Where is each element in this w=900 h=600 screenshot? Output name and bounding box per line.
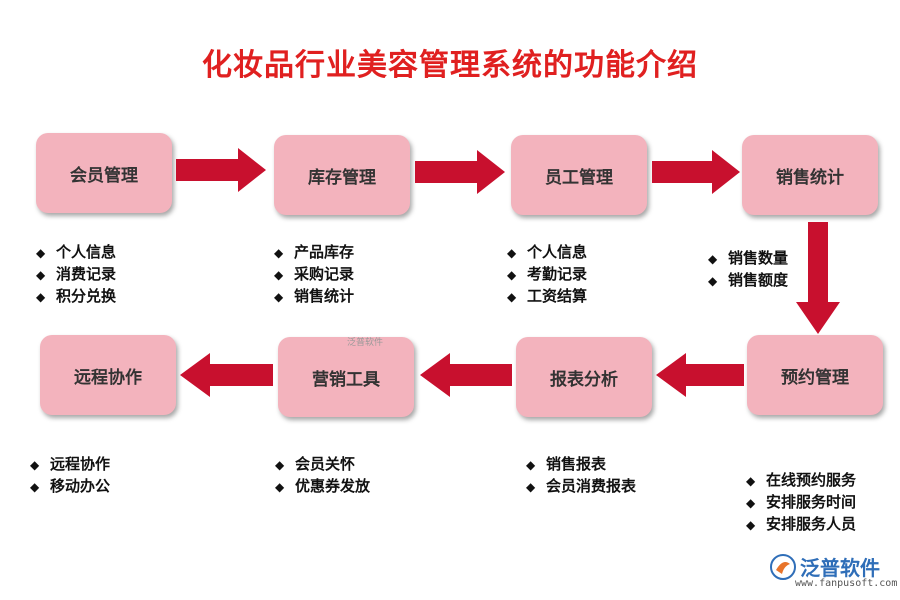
diamond-bullet-icon: ◆ bbox=[746, 518, 756, 532]
node-inventory: 库存管理 bbox=[274, 135, 410, 215]
node-member-label: 会员管理 bbox=[70, 165, 138, 186]
diamond-bullet-icon: ◆ bbox=[507, 290, 517, 304]
node-report-label: 报表分析 bbox=[550, 369, 618, 390]
watermark-small: 泛普软件 bbox=[347, 338, 384, 348]
arrow-left-icon bbox=[180, 353, 273, 397]
diamond-bullet-icon: ◆ bbox=[274, 290, 284, 304]
node-remote-label: 远程协作 bbox=[74, 367, 142, 388]
diamond-bullet-icon: ◆ bbox=[36, 246, 46, 260]
diamond-bullet-icon: ◆ bbox=[507, 246, 517, 260]
node-inventory-label: 库存管理 bbox=[308, 167, 376, 188]
logo-name: 泛普软件 bbox=[800, 556, 880, 580]
list-item: ◆远程协作 bbox=[30, 454, 110, 476]
arrow-right-icon bbox=[415, 150, 505, 194]
member-feature-list: ◆个人信息 ◆消费记录 ◆积分兑换 bbox=[36, 242, 116, 308]
diamond-bullet-icon: ◆ bbox=[274, 268, 284, 282]
list-item: ◆考勤记录 bbox=[507, 264, 587, 286]
marketing-feature-list: ◆会员关怀 ◆优惠券发放 bbox=[275, 454, 370, 498]
node-marketing: 营销工具 bbox=[278, 337, 414, 417]
list-item: ◆会员关怀 bbox=[275, 454, 370, 476]
list-item: ◆移动办公 bbox=[30, 476, 110, 498]
node-remote: 远程协作 bbox=[40, 335, 176, 415]
list-item: ◆个人信息 bbox=[507, 242, 587, 264]
page-title: 化妆品行业美容管理系统的功能介绍 bbox=[202, 48, 698, 83]
diamond-bullet-icon: ◆ bbox=[274, 246, 284, 260]
arrow-left-icon bbox=[420, 353, 512, 397]
diamond-bullet-icon: ◆ bbox=[275, 458, 285, 472]
arrow-down-icon bbox=[796, 222, 840, 334]
diamond-bullet-icon: ◆ bbox=[746, 474, 756, 488]
list-item: ◆销售额度 bbox=[708, 270, 788, 292]
node-sales: 销售统计 bbox=[742, 135, 878, 215]
node-marketing-label: 营销工具 bbox=[312, 369, 380, 390]
list-item: ◆安排服务时间 bbox=[746, 492, 856, 514]
list-item: ◆安排服务人员 bbox=[746, 514, 856, 536]
fanpu-logo-icon bbox=[770, 553, 796, 580]
booking-feature-list: ◆在线预约服务 ◆安排服务时间 ◆安排服务人员 bbox=[746, 470, 856, 536]
diamond-bullet-icon: ◆ bbox=[746, 496, 756, 510]
brand-logo: 泛普软件 bbox=[770, 552, 880, 581]
diamond-bullet-icon: ◆ bbox=[30, 458, 40, 472]
diamond-bullet-icon: ◆ bbox=[526, 480, 536, 494]
list-item: ◆会员消费报表 bbox=[526, 476, 636, 498]
node-booking: 预约管理 bbox=[747, 335, 883, 415]
report-feature-list: ◆销售报表 ◆会员消费报表 bbox=[526, 454, 636, 498]
node-report: 报表分析 bbox=[516, 337, 652, 417]
list-item: ◆销售报表 bbox=[526, 454, 636, 476]
inventory-feature-list: ◆产品库存 ◆采购记录 ◆销售统计 bbox=[274, 242, 354, 308]
diamond-bullet-icon: ◆ bbox=[526, 458, 536, 472]
diamond-bullet-icon: ◆ bbox=[30, 480, 40, 494]
list-item: ◆消费记录 bbox=[36, 264, 116, 286]
diamond-bullet-icon: ◆ bbox=[275, 480, 285, 494]
diamond-bullet-icon: ◆ bbox=[708, 274, 718, 288]
list-item: ◆优惠券发放 bbox=[275, 476, 370, 498]
node-staff-label: 员工管理 bbox=[545, 167, 613, 188]
arrow-right-icon bbox=[176, 148, 266, 192]
logo-url: www.fanpusoft.com bbox=[795, 578, 898, 589]
list-item: ◆个人信息 bbox=[36, 242, 116, 264]
list-item: ◆采购记录 bbox=[274, 264, 354, 286]
node-sales-label: 销售统计 bbox=[776, 167, 844, 188]
list-item: ◆工资结算 bbox=[507, 286, 587, 308]
diamond-bullet-icon: ◆ bbox=[36, 290, 46, 304]
diamond-bullet-icon: ◆ bbox=[507, 268, 517, 282]
list-item: ◆销售统计 bbox=[274, 286, 354, 308]
node-staff: 员工管理 bbox=[511, 135, 647, 215]
remote-feature-list: ◆远程协作 ◆移动办公 bbox=[30, 454, 110, 498]
list-item: ◆积分兑换 bbox=[36, 286, 116, 308]
list-item: ◆产品库存 bbox=[274, 242, 354, 264]
node-member: 会员管理 bbox=[36, 133, 172, 213]
node-booking-label: 预约管理 bbox=[781, 367, 849, 388]
list-item: ◆在线预约服务 bbox=[746, 470, 856, 492]
arrow-left-icon bbox=[656, 353, 744, 397]
staff-feature-list: ◆个人信息 ◆考勤记录 ◆工资结算 bbox=[507, 242, 587, 308]
list-item: ◆销售数量 bbox=[708, 248, 788, 270]
sales-feature-list: ◆销售数量 ◆销售额度 bbox=[708, 248, 788, 292]
diamond-bullet-icon: ◆ bbox=[36, 268, 46, 282]
arrow-right-icon bbox=[652, 150, 740, 194]
diamond-bullet-icon: ◆ bbox=[708, 252, 718, 266]
